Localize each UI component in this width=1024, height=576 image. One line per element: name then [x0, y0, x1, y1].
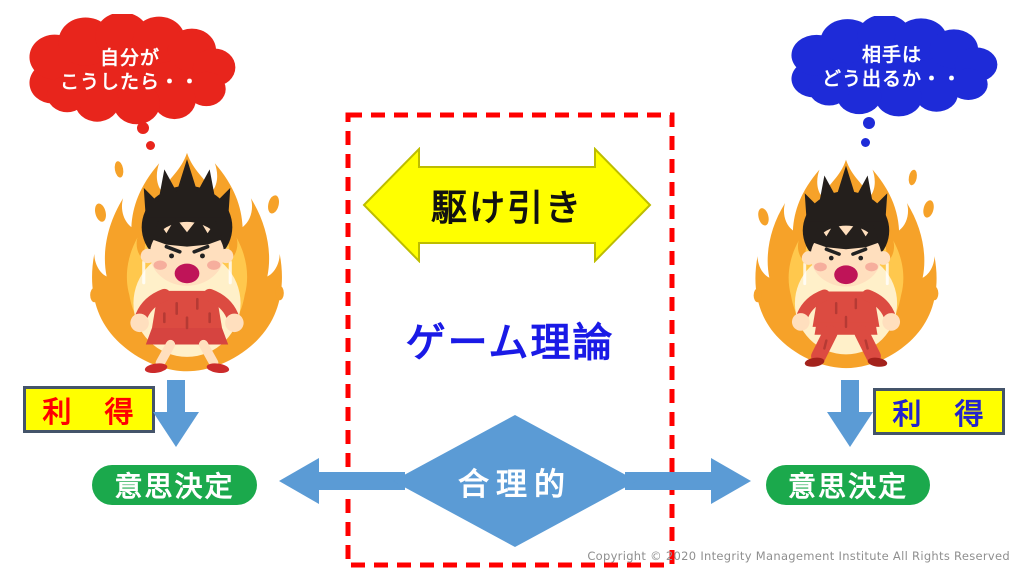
cloud-shape-icon — [791, 16, 998, 117]
bubble-left-line2: こうしたら・・ — [59, 71, 200, 93]
burning-person-left-illustration — [90, 152, 284, 374]
bubble-tail-dot — [863, 117, 875, 129]
down-arrow-left-icon — [153, 380, 199, 447]
decision-pill-left: 意思決定 — [92, 465, 257, 505]
payoff-label-right: 利 得 — [892, 396, 986, 431]
bargaining-double-arrow — [362, 147, 652, 263]
decision-label-right: 意思決定 — [787, 470, 908, 503]
bubble-tail-dot — [861, 138, 870, 147]
burning-person-right-illustration — [753, 159, 939, 369]
bargaining-label: 駆け引き — [430, 188, 583, 229]
thought-bubble-right: 相手は どう出るか・・ — [776, 16, 1008, 118]
payoff-box-right: 利 得 — [873, 388, 1005, 435]
cloud-shape-icon — [29, 14, 236, 125]
down-arrow-right-icon — [827, 380, 873, 447]
payoff-box-left: 利 得 — [23, 386, 155, 433]
payoff-label-left: 利 得 — [42, 394, 136, 429]
rational-diamond-arrows — [279, 415, 751, 547]
copyright-text: Copyright © 2020 Integrity Management In… — [587, 549, 1010, 563]
bubble-text-right: 相手は どう出るか・・ — [776, 16, 1008, 118]
bubble-tail-dot — [137, 122, 149, 134]
rational-label: 合理的 — [458, 466, 572, 503]
bubble-tail-dot — [146, 141, 155, 150]
dashed-frame — [345, 112, 675, 568]
decision-pill-right: 意思決定 — [766, 465, 930, 505]
thought-bubble-left: 自分が こうしたら・・ — [14, 14, 246, 126]
bubble-right-line1: 相手は — [861, 44, 922, 66]
bubble-left-line1: 自分が — [99, 47, 160, 69]
bubble-text-left: 自分が こうしたら・・ — [14, 14, 246, 126]
page-title: ゲーム理論 — [405, 320, 615, 366]
decision-label-left: 意思決定 — [114, 470, 235, 503]
bubble-right-line2: どう出るか・・ — [821, 68, 962, 90]
